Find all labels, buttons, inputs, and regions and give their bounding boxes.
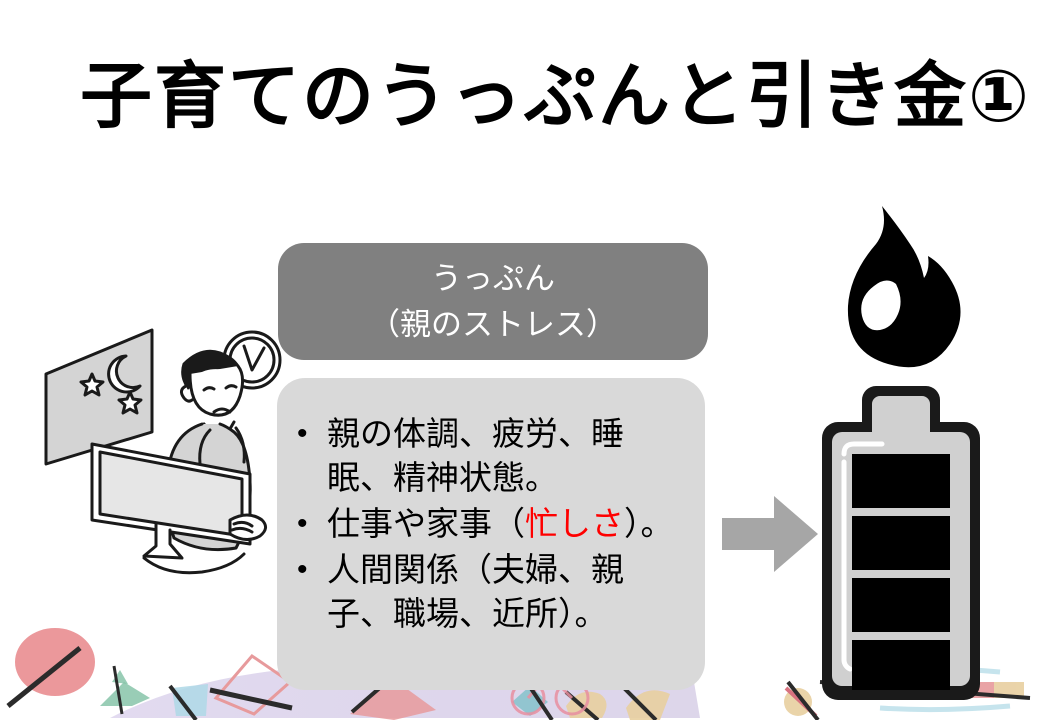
stress-bullet-text: 仕事や家事（忙しさ）。 — [327, 502, 689, 546]
desk-edge — [142, 552, 246, 575]
ribbon-wave-bottom — [879, 703, 1011, 713]
arrow-right-shape — [722, 496, 818, 572]
spool-stick — [786, 680, 820, 720]
person-eye-right — [224, 384, 238, 390]
stress-bullet-item: • 親の体調、疲労、睡眠、精神状態。 — [295, 412, 689, 500]
tired-parent-at-computer-illustration — [44, 328, 282, 575]
pink-balloon-shape — [15, 628, 95, 696]
star-icon-2 — [117, 390, 143, 415]
stress-header-line-1: うっぷん — [431, 260, 555, 297]
moon-icon — [107, 354, 142, 394]
page-title: 子育てのうっぷんと引き金① — [80, 54, 1031, 138]
bullet-dot-icon: • — [297, 553, 308, 586]
pink-kite-shape — [350, 678, 436, 720]
person-face — [188, 364, 245, 417]
bullet-text-segment: 人間関係（夫婦、親子、職場、近所）。 — [327, 550, 624, 633]
stress-header-line-2: （親のストレス） — [369, 306, 617, 343]
window-panel — [44, 328, 154, 466]
battery-full-icon — [822, 386, 980, 700]
stress-bullet-item: • 人間関係（夫婦、親子、職場、近所）。 — [295, 548, 689, 636]
balloon-string — [6, 646, 82, 708]
person-eye-left — [202, 386, 216, 392]
stress-bullet-text: 人間関係（夫婦、親子、職場、近所）。 — [327, 548, 689, 636]
bullet-text-segment: 忙しさ — [525, 504, 624, 543]
bullet-dot-icon: • — [297, 417, 308, 450]
battery-segment-3 — [852, 578, 950, 632]
bullet-text-segment: ）。 — [624, 504, 674, 543]
flame-shape — [847, 206, 961, 368]
battery-highlight-2 — [841, 441, 885, 457]
stress-bullet-list: • 親の体調、疲労、睡眠、精神状態。 • 仕事や家事（忙しさ）。 • 人間関係（夫婦、親子… — [295, 412, 689, 636]
cup-stick — [168, 684, 198, 720]
flame-icon — [847, 206, 961, 368]
blue-cup-shape — [172, 684, 208, 716]
hand-line-2 — [230, 526, 254, 534]
hand-line-1 — [232, 520, 254, 528]
stress-body-card: • 親の体調、疲労、睡眠、精神状態。 • 仕事や家事（忙しさ）。 • 人間関係（夫婦、親子… — [277, 378, 705, 690]
yellow-cone-shape — [626, 690, 670, 720]
battery-segment-4 — [852, 640, 950, 690]
person-hair — [181, 349, 243, 390]
bullet-text-segment: 親の体調、疲労、睡眠、精神状態。 — [327, 414, 624, 497]
kite-string — [209, 687, 293, 711]
bullet-dot-icon: • — [297, 507, 308, 540]
battery-highlight — [841, 459, 853, 672]
stress-bullet-item: • 仕事や家事（忙しさ）。 — [295, 502, 689, 546]
clock-hands — [242, 344, 266, 372]
cone-stick — [622, 686, 658, 720]
jacket-lapel-left — [198, 428, 212, 466]
jacket-lapel-right — [234, 426, 246, 464]
star-icon-1 — [79, 372, 105, 397]
bullet-text-segment: 仕事や家事（ — [327, 504, 525, 543]
arrow-right-icon — [722, 496, 818, 572]
battery-segment-2 — [852, 516, 950, 570]
person-hands — [228, 513, 267, 541]
battery-segment-1 — [852, 454, 950, 508]
monitor-stand — [142, 522, 184, 560]
crane-stick — [112, 665, 124, 715]
person-mouth-frown — [212, 407, 232, 414]
green-crane-shape — [100, 682, 150, 706]
stress-bullet-text: 親の体調、疲労、睡眠、精神状態。 — [327, 412, 689, 500]
stress-header-card: うっぷん （親のストレス） — [278, 243, 708, 360]
person-ear — [179, 384, 194, 403]
